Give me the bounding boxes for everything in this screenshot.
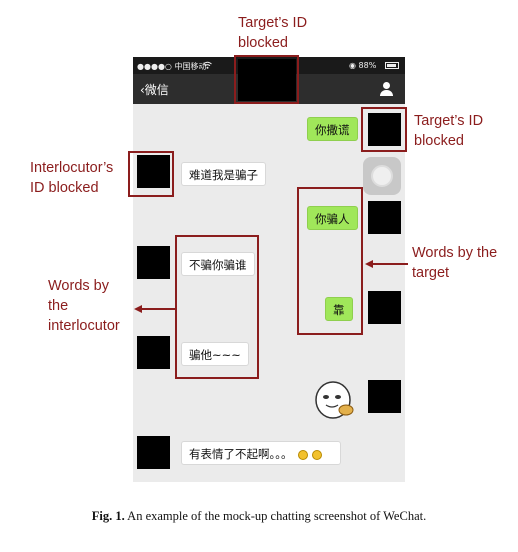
battery-icon [385,62,399,69]
back-button[interactable]: ‹微信 [140,83,169,97]
chat-message-text: 有表情了不起啊。。。 [189,447,293,461]
figure-label: Fig. 1. [91,509,125,523]
emoji-icon [311,449,322,460]
interlocutor-avatar [137,246,170,279]
target-words-arrow [372,263,408,265]
chat-message: 难道我是骗子 [181,162,266,186]
target-avatar [368,113,401,146]
chat-message: 靠 [325,297,353,321]
chat-message: 你骗人 [307,206,358,230]
target-id-highlight-box [361,107,407,152]
interlocutor-words-highlight-box [175,235,259,379]
target-avatar [368,291,401,324]
target-avatar [368,201,401,234]
interlocutor-words-arrowhead [134,305,142,313]
chat-message: 骗他~~~ [181,342,249,366]
contact-info-icon[interactable] [380,82,393,96]
caption-text: An example of the mock-up chatting scree… [124,509,427,523]
target-words-label: Words by the target [412,245,498,281]
target-words-arrowhead [365,260,373,268]
interlocutor-id-highlight-box [128,151,174,197]
figure-caption: Fig. 1. An example of the mock-up chatti… [0,509,518,524]
target-words-highlight-box [297,187,363,335]
interlocutor-words-arrow [141,308,175,310]
chat-message: 有表情了不起啊。。。 [181,441,341,465]
target-id-label-right: Target’s ID blocked [414,113,484,149]
battery-status: ◉ 88% [349,61,377,70]
carrier-status: ●●●●○ 中国移动 [137,62,207,71]
target-id-highlight-box [234,55,299,104]
chat-message: 你撒谎 [307,117,358,141]
interlocutor-id-label: Interlocutor’s ID blocked [30,160,114,196]
interlocutor-avatar [137,155,170,188]
interlocutor-avatar [137,436,170,469]
interlocutor-avatar [137,336,170,369]
assistive-touch-button[interactable] [363,157,401,195]
blocked-title [238,59,296,101]
sticker-icon [315,381,354,419]
interlocutor-words-label: Words by the interlocutor [48,278,120,334]
target-avatar [368,380,401,413]
chat-message: 不骗你骗谁 [181,252,255,276]
target-id-label-top: Target’s ID blocked [238,15,308,51]
wifi-icon [203,61,212,69]
emoji-icon [298,449,309,460]
